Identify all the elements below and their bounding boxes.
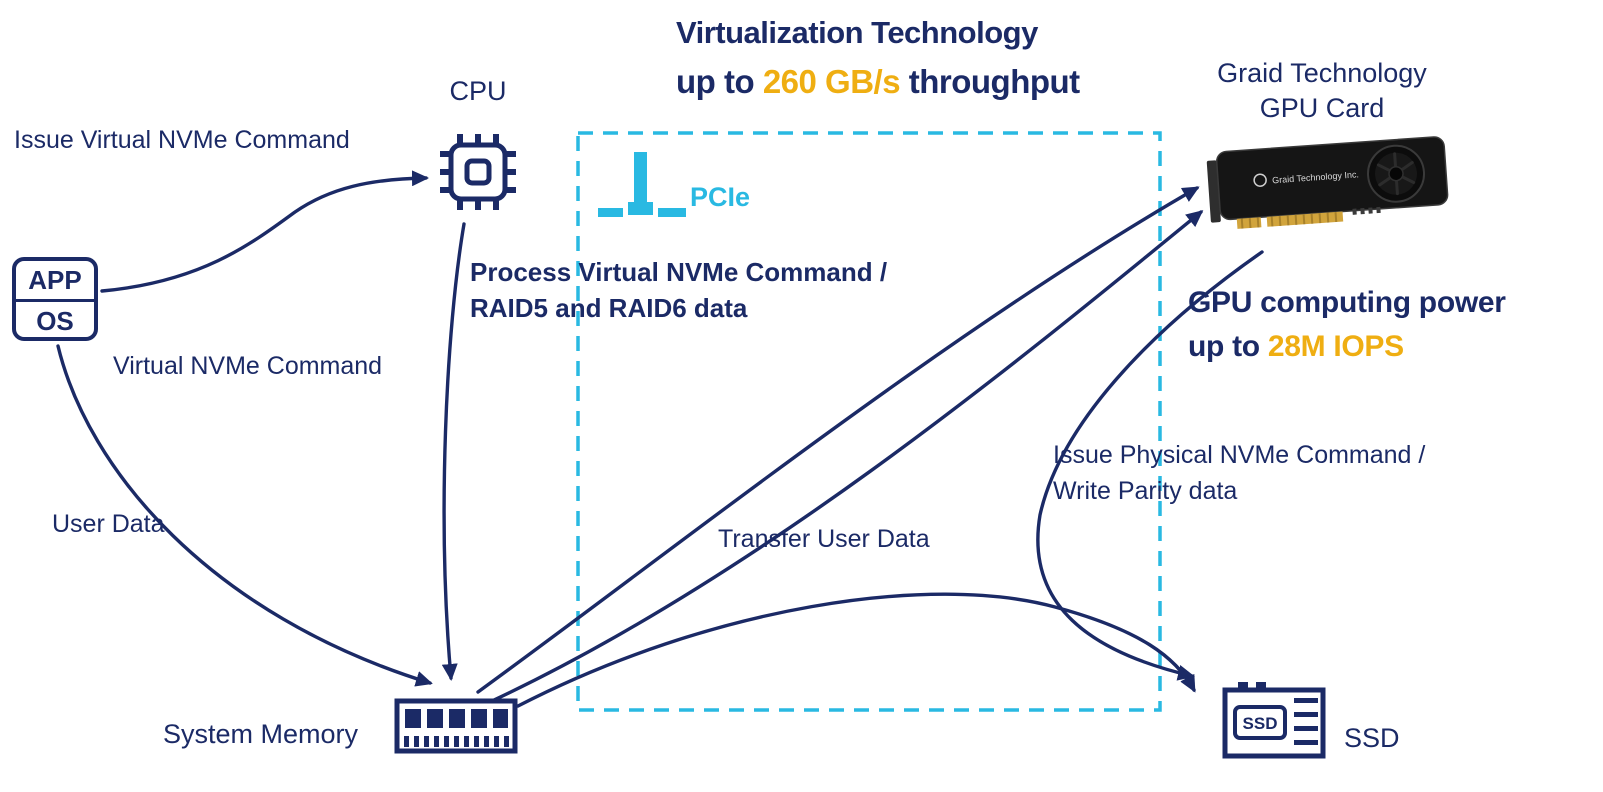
arrow-gpu-to-ssd — [1036, 250, 1264, 681]
pcie-slot-icon — [598, 152, 686, 217]
label-issue-physical: Issue Physical NVMe Command / Write Pari… — [1053, 437, 1425, 510]
title-line2: up to 260 GB/s throughput — [676, 57, 1080, 107]
title-throughput-value: 260 GB/s — [762, 62, 901, 100]
gpu-card-title: Graid Technology GPU Card — [1198, 56, 1446, 126]
label-issue-physical-line1: Issue Physical NVMe Command / — [1053, 441, 1426, 469]
title-up-to: up to — [676, 62, 763, 100]
gpu-power-caption: GPU computing power up to 28M IOPS — [1188, 281, 1506, 368]
gpu-card-image: Graid Technology Inc. — [1206, 136, 1449, 229]
gpu-card-title-line2: GPU Card — [1259, 93, 1385, 124]
arrow-memory-to-gpu-data — [492, 210, 1204, 702]
system-memory-icon — [394, 698, 518, 754]
pcie-label: PCIe — [690, 182, 751, 212]
gpu-power-line2: up to 28M IOPS — [1188, 325, 1506, 369]
app-os-node: APP OS — [12, 257, 98, 341]
arrow-cpu-to-memory — [441, 222, 466, 681]
label-virtual-command: Virtual NVMe Command — [113, 352, 383, 380]
title-line1: Virtualization Technology — [676, 15, 1038, 50]
arrow-app-to-cpu — [100, 170, 429, 293]
arrow-app-to-memory — [56, 344, 433, 687]
pcie-boundary-box — [576, 131, 1162, 712]
gpu-power-iops-value: 28M IOPS — [1267, 329, 1404, 363]
cpu-label: CPU — [449, 76, 507, 106]
label-transfer-user-data: Transfer User Data — [718, 525, 930, 553]
ssd-label: SSD — [1344, 723, 1400, 753]
title-throughput-word: throughput — [900, 62, 1080, 100]
label-user-data: User Data — [52, 510, 165, 538]
label-issue-virtual-command: Issue Virtual NVMe Command — [14, 126, 350, 154]
label-process-line2: RAID5 and RAID6 data — [470, 293, 748, 324]
ssd-icon-text: SSD — [1243, 714, 1278, 733]
arrow-memory-to-ssd — [516, 592, 1196, 708]
main-title: Virtualization Technology up to 260 GB/s… — [676, 10, 1080, 106]
ssd-icon: SSD — [1222, 682, 1326, 759]
os-label: OS — [36, 306, 74, 336]
label-process-line1: Process Virtual NVMe Command / — [470, 257, 888, 287]
cpu-icon — [440, 134, 516, 210]
arrow-memory-to-gpu-command — [476, 186, 1200, 694]
gpu-power-line1: GPU computing power — [1188, 286, 1506, 319]
app-label: APP — [16, 261, 94, 302]
label-issue-physical-line2: Write Parity data — [1053, 477, 1238, 506]
gpu-power-up-to: up to — [1188, 329, 1268, 363]
label-process-command: Process Virtual NVMe Command / RAID5 and… — [470, 254, 887, 327]
system-memory-label: System Memory — [163, 719, 359, 749]
gpu-card-title-line1: Graid Technology — [1217, 58, 1427, 88]
